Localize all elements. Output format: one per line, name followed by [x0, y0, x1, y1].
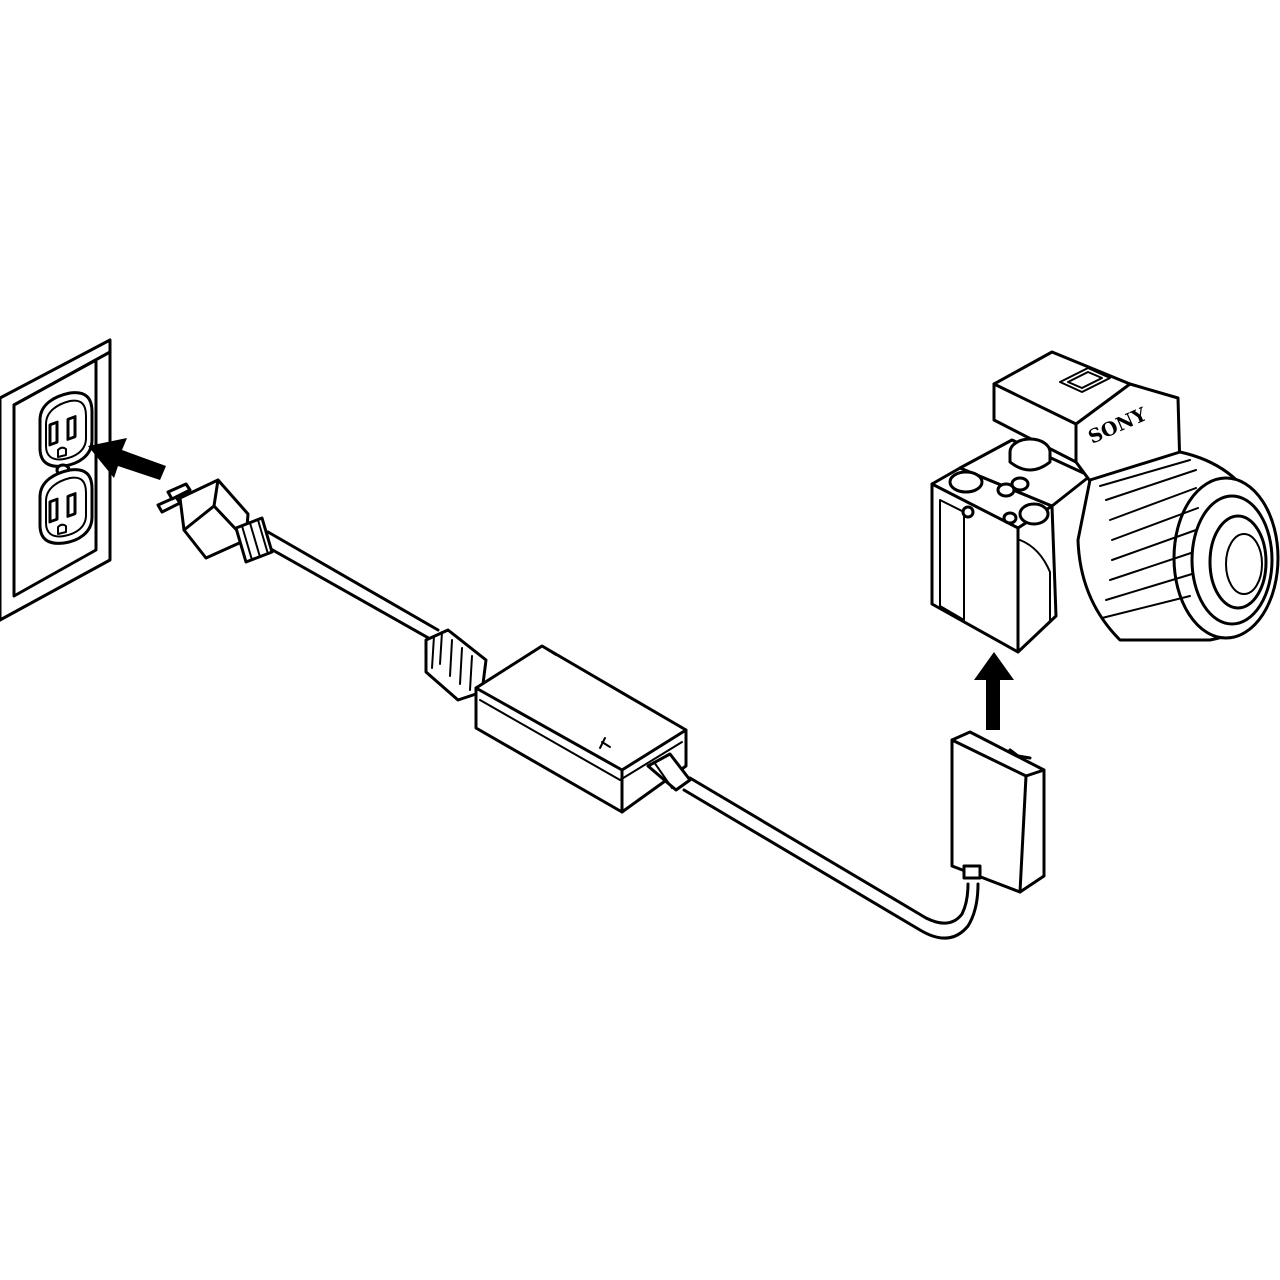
dc-cable [682, 776, 980, 940]
outlet-receptacle-bottom [38, 468, 94, 545]
insert-arrow-icon [974, 652, 1014, 730]
shutter-button [948, 470, 984, 494]
camera-icon: SONY [930, 350, 1280, 654]
dummy-battery-icon [950, 730, 1046, 894]
ac-plug-icon [156, 478, 274, 564]
ac-cable [260, 530, 440, 642]
insert-arrow-icon [88, 438, 166, 480]
camera-lens [1076, 450, 1280, 642]
power-adapter-icon [424, 628, 692, 814]
wall-outlet-icon [0, 338, 112, 622]
control-dial [1018, 502, 1050, 526]
outlet-receptacle-top [38, 391, 94, 468]
